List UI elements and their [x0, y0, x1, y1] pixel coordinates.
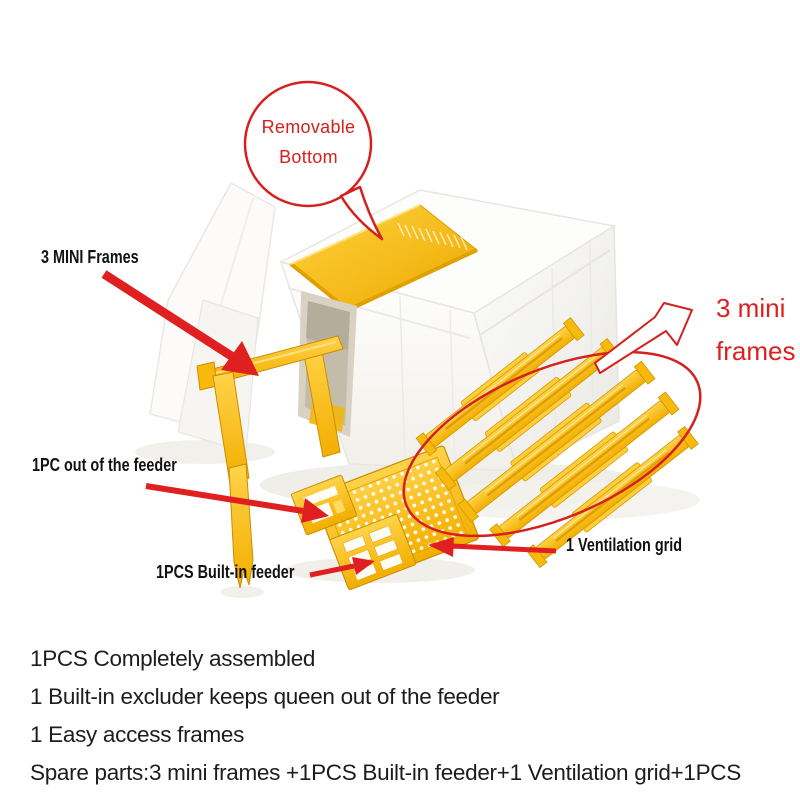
label-mini-frames-left: 3 MINI Frames [41, 247, 139, 267]
speech-bubble [243, 80, 384, 241]
pulled-out-frame [196, 335, 344, 589]
description-line: 1 Easy access frames [30, 722, 245, 747]
mini-frames-circle [402, 350, 702, 538]
description-line: 1PCS Completely assembled [30, 646, 316, 671]
label-out-of-feeder: 1PC out of the feeder [32, 455, 177, 475]
feeder-part-built-in [329, 513, 417, 591]
bubble-line1: Removable [261, 117, 356, 137]
arrow-ventilation-grid [428, 537, 557, 557]
label-built-in-feeder: 1PCS Built-in feeder [156, 562, 295, 582]
mini-frames-right-line2: frames [716, 336, 796, 366]
mini-frame [457, 360, 656, 523]
excluder-slats [397, 222, 468, 251]
description-line: Spare parts:3 mini frames +1PCS Built-in… [30, 760, 741, 785]
description-list: 1PCS Completely assembled 1 Built-in exc… [30, 640, 741, 792]
description-line: 1 Built-in excluder keeps queen out of t… [30, 684, 500, 709]
mini-frames-right-line1: 3 mini [716, 293, 786, 323]
bubble-label: Removable Bottom [245, 112, 372, 172]
label-mini-frames-right: 3 mini frames [716, 287, 795, 373]
arrow-built-in-feeder [309, 557, 375, 578]
bubble-line2: Bottom [279, 147, 338, 167]
arrow-mini-frames [101, 270, 259, 376]
arrow-outline-mini-frames [594, 302, 693, 374]
mini-frames-group [415, 317, 699, 569]
label-ventilation-grid: 1 Ventilation grid [566, 535, 683, 555]
arrow-out-of-feeder [145, 483, 329, 523]
